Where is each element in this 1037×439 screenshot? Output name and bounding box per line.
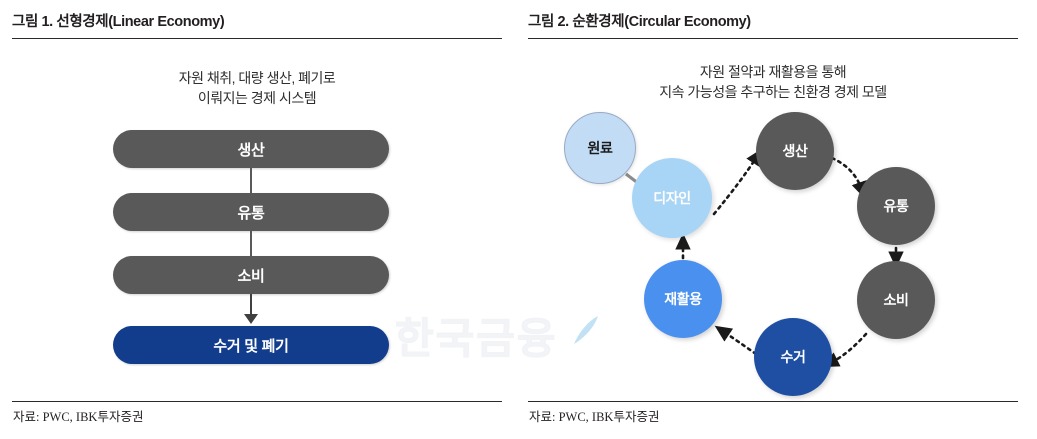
arrow-design-to-production-icon [712,148,763,216]
flow-connector-1 [250,168,252,193]
figure-1-bottom-rule [12,401,502,402]
cycle-node-recycle: 재활용 [644,260,722,338]
figure-2-source: 자료: PWC, IBK투자증권 [529,410,660,424]
cycle-node-collection: 수거 [754,318,832,396]
figure-2-panel: 그림 2. 순환경제(Circular Economy) 자원 절약과 재활용을… [528,0,1018,439]
flow-step-production: 생산 [113,130,389,168]
cycle-node-raw-material: 원료 [564,112,636,184]
figure-1-caption-line-2: 이뤄지는 경제 시스템 [197,90,317,107]
arrow-collection-to-recycle-icon [714,325,758,356]
arrow-consumption-to-collection-icon [822,332,868,368]
figure-2-top-rule [528,38,1018,39]
flow-step-collection-disposal: 수거 및 폐기 [113,326,389,364]
cycle-node-distribution: 유통 [857,167,935,245]
circular-flow-diagram: 원료 디자인 생산 유통 소비 수거 재활용 [528,96,1018,396]
figure-1-title: 그림 1. 선형경제(Linear Economy) [12,14,225,30]
flow-step-distribution: 유통 [113,193,389,231]
figure-1-caption: 자원 채취, 대량 생산, 폐기로 이뤄지는 경제 시스템 [12,68,502,109]
figure-2-caption: 자원 절약과 재활용을 통해 지속 가능성을 추구하는 친환경 경제 모델 [528,62,1018,103]
flow-connector-3 [250,294,252,316]
arrow-production-to-distribution-icon [830,156,867,199]
flow-step-consumption: 소비 [113,256,389,294]
figure-2-bottom-rule [528,401,1018,402]
figure-2-caption-line-2: 지속 가능성을 추구하는 친환경 경제 모델 [659,84,887,101]
figure-1-source: 자료: PWC, IBK투자증권 [13,410,144,424]
figure-2-title: 그림 2. 순환경제(Circular Economy) [528,14,751,30]
flow-arrow-down-icon [244,314,258,324]
figure-1-panel: 그림 1. 선형경제(Linear Economy) 자원 채취, 대량 생산,… [12,0,502,439]
figure-1-top-rule [12,38,502,39]
cycle-node-consumption: 소비 [857,261,935,339]
figure-2-caption-line-1: 자원 절약과 재활용을 통해 [699,64,847,80]
cycle-node-design: 디자인 [632,158,712,238]
linear-flow-diagram: 생산 유통 소비 수거 및 폐기 [113,130,401,370]
figure-1-caption-line-1: 자원 채취, 대량 생산, 폐기로 [178,70,336,86]
cycle-node-production: 생산 [756,112,834,190]
flow-connector-2 [250,231,252,256]
